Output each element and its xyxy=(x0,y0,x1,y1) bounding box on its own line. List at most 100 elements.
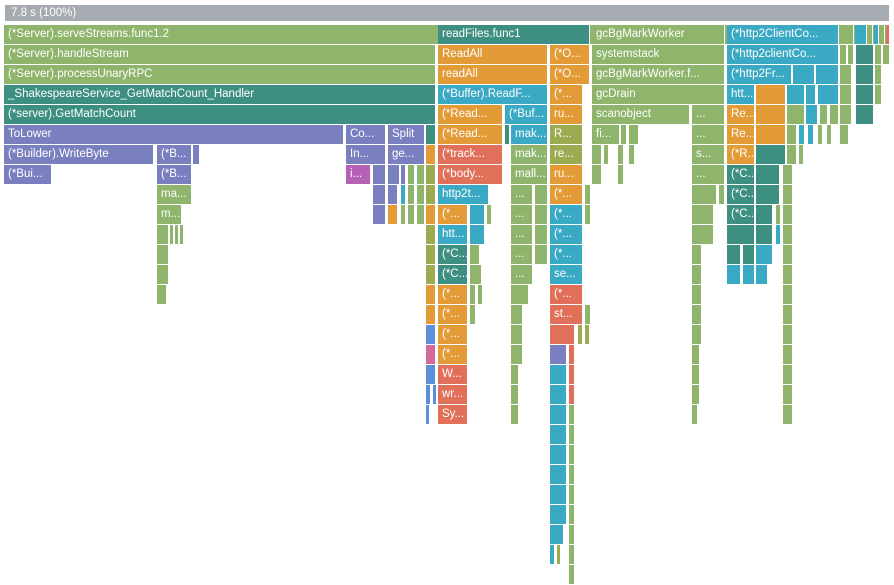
flamegraph-frame-unlabeled[interactable] xyxy=(569,465,575,485)
flamegraph-frame[interactable]: (*Read... xyxy=(438,125,503,145)
flamegraph-frame-unlabeled[interactable] xyxy=(727,245,741,265)
flamegraph-frame-unlabeled[interactable] xyxy=(621,125,627,145)
flamegraph-frame-unlabeled[interactable] xyxy=(874,25,879,45)
flamegraph-frame[interactable]: (*Builder).WriteByte xyxy=(4,145,154,165)
flamegraph-frame-unlabeled[interactable] xyxy=(408,205,415,225)
flamegraph-frame-unlabeled[interactable] xyxy=(426,265,436,285)
flamegraph-frame-unlabeled[interactable] xyxy=(883,45,890,65)
flamegraph-frame-unlabeled[interactable] xyxy=(692,385,700,405)
flamegraph-frame[interactable]: (*Bui... xyxy=(4,165,52,185)
flamegraph-frame-unlabeled[interactable] xyxy=(157,225,169,245)
flamegraph-frame-unlabeled[interactable] xyxy=(692,245,702,265)
flamegraph-frame-unlabeled[interactable] xyxy=(783,325,793,345)
flamegraph-frame-unlabeled[interactable] xyxy=(783,205,793,225)
flamegraph-frame-unlabeled[interactable] xyxy=(692,405,698,425)
flamegraph-frame-unlabeled[interactable] xyxy=(511,365,519,385)
flamegraph-frame-unlabeled[interactable] xyxy=(569,525,575,545)
flamegraph-frame[interactable]: (*C... xyxy=(727,165,755,185)
flamegraph-frame-unlabeled[interactable] xyxy=(569,365,575,385)
flamegraph-frame[interactable]: fi... xyxy=(592,125,620,145)
flamegraph-frame-unlabeled[interactable] xyxy=(535,245,548,265)
flamegraph-frame-unlabeled[interactable] xyxy=(727,265,741,285)
flamegraph-frame[interactable]: ... xyxy=(692,125,725,145)
flamegraph-frame[interactable]: ... xyxy=(692,105,725,125)
flamegraph-frame-unlabeled[interactable] xyxy=(783,245,793,265)
flamegraph-frame-unlabeled[interactable] xyxy=(569,505,575,525)
flamegraph-frame-unlabeled[interactable] xyxy=(618,145,624,165)
flamegraph-frame-unlabeled[interactable] xyxy=(806,105,818,125)
flamegraph-frame-unlabeled[interactable] xyxy=(550,345,567,365)
flamegraph-frame[interactable]: (*... xyxy=(550,225,583,245)
flamegraph-frame-unlabeled[interactable] xyxy=(840,65,852,85)
flamegraph-frame[interactable]: (*R... xyxy=(727,145,755,165)
flamegraph-frame[interactable]: R... xyxy=(550,125,583,145)
flamegraph-frame-unlabeled[interactable] xyxy=(550,425,567,445)
flamegraph-frame[interactable]: (*http2ClientCo... xyxy=(727,25,839,45)
flamegraph-frame-unlabeled[interactable] xyxy=(426,385,431,405)
flamegraph-frame-unlabeled[interactable] xyxy=(470,225,485,245)
flamegraph-frame-unlabeled[interactable] xyxy=(417,205,425,225)
flamegraph-frame[interactable]: htt... xyxy=(727,85,755,105)
flamegraph-frame-unlabeled[interactable] xyxy=(783,385,793,405)
flamegraph-frame-unlabeled[interactable] xyxy=(820,105,828,125)
flamegraph-frame-unlabeled[interactable] xyxy=(511,285,529,305)
flamegraph-frame-unlabeled[interactable] xyxy=(511,385,519,405)
flamegraph-frame-unlabeled[interactable] xyxy=(470,205,485,225)
flamegraph-frame-unlabeled[interactable] xyxy=(856,105,874,125)
flamegraph-frame-unlabeled[interactable] xyxy=(776,225,781,245)
flamegraph-frame[interactable]: (*track... xyxy=(438,145,503,165)
flamegraph-frame-unlabeled[interactable] xyxy=(799,145,804,165)
flamegraph-frame[interactable]: (*Buf... xyxy=(505,105,548,125)
flamegraph-frame-unlabeled[interactable] xyxy=(585,325,590,345)
flamegraph-frame-unlabeled[interactable] xyxy=(787,105,805,125)
flamegraph-frame[interactable]: (*... xyxy=(438,305,468,325)
flamegraph-frame-unlabeled[interactable] xyxy=(180,225,184,245)
flamegraph-frame[interactable]: Co... xyxy=(346,125,386,145)
flamegraph-frame-unlabeled[interactable] xyxy=(388,205,398,225)
flamegraph-frame[interactable]: (*server).GetMatchCount xyxy=(4,105,436,125)
flamegraph-frame[interactable]: gcDrain xyxy=(592,85,725,105)
flamegraph-frame[interactable]: Re... xyxy=(727,105,755,125)
flamegraph-frame[interactable]: mak... xyxy=(511,125,548,145)
flamegraph-frame-unlabeled[interactable] xyxy=(426,245,436,265)
flamegraph-frame-unlabeled[interactable] xyxy=(719,185,725,205)
flamegraph-frame-unlabeled[interactable] xyxy=(840,45,847,65)
flamegraph-frame-unlabeled[interactable] xyxy=(426,345,436,365)
flamegraph-frame-unlabeled[interactable] xyxy=(511,405,519,425)
flamegraph-frame[interactable]: (*C... xyxy=(438,245,468,265)
flamegraph-frame-unlabeled[interactable] xyxy=(569,545,575,565)
flamegraph-frame[interactable]: ... xyxy=(511,265,533,285)
flamegraph-frame-unlabeled[interactable] xyxy=(550,365,567,385)
flamegraph-frame[interactable]: gcBgMarkWorker.f... xyxy=(592,65,725,85)
flamegraph-frame-unlabeled[interactable] xyxy=(692,185,717,205)
flamegraph-frame[interactable]: (*... xyxy=(438,285,468,305)
flamegraph-frame[interactable]: se... xyxy=(550,265,583,285)
flamegraph-frame-unlabeled[interactable] xyxy=(511,325,523,345)
flamegraph-frame[interactable]: m... xyxy=(157,205,182,225)
flamegraph-frame-unlabeled[interactable] xyxy=(550,525,564,545)
flamegraph-frame-unlabeled[interactable] xyxy=(550,505,567,525)
flamegraph-frame-unlabeled[interactable] xyxy=(535,225,548,245)
flamegraph-frame[interactable]: In... xyxy=(346,145,386,165)
flamegraph-frame[interactable]: scanobject xyxy=(592,105,690,125)
flamegraph-frame[interactable]: systemstack xyxy=(592,45,725,65)
flamegraph-frame-unlabeled[interactable] xyxy=(578,325,583,345)
flamegraph-frame-unlabeled[interactable] xyxy=(585,305,591,325)
flamegraph-frame-unlabeled[interactable] xyxy=(875,65,882,85)
flamegraph-frame-unlabeled[interactable] xyxy=(787,125,797,145)
flamegraph-frame[interactable]: (*... xyxy=(550,85,583,105)
flamegraph-frame-unlabeled[interactable] xyxy=(569,485,575,505)
flamegraph-frame[interactable]: W... xyxy=(438,365,468,385)
flamegraph-frame-unlabeled[interactable] xyxy=(840,105,852,125)
flamegraph-frame-unlabeled[interactable] xyxy=(756,85,786,105)
flamegraph-frame[interactable]: s... xyxy=(692,145,725,165)
flamegraph-frame-unlabeled[interactable] xyxy=(585,205,591,225)
flamegraph-frame-unlabeled[interactable] xyxy=(426,205,436,225)
flamegraph-frame[interactable]: mall... xyxy=(511,165,548,185)
flamegraph-frame-unlabeled[interactable] xyxy=(426,185,436,205)
flamegraph-frame[interactable]: i... xyxy=(346,165,371,185)
flamegraph-frame-unlabeled[interactable] xyxy=(818,125,823,145)
flamegraph-frame-unlabeled[interactable] xyxy=(743,265,755,285)
flamegraph-frame-unlabeled[interactable] xyxy=(629,125,639,145)
flamegraph-frame-unlabeled[interactable] xyxy=(426,165,436,185)
